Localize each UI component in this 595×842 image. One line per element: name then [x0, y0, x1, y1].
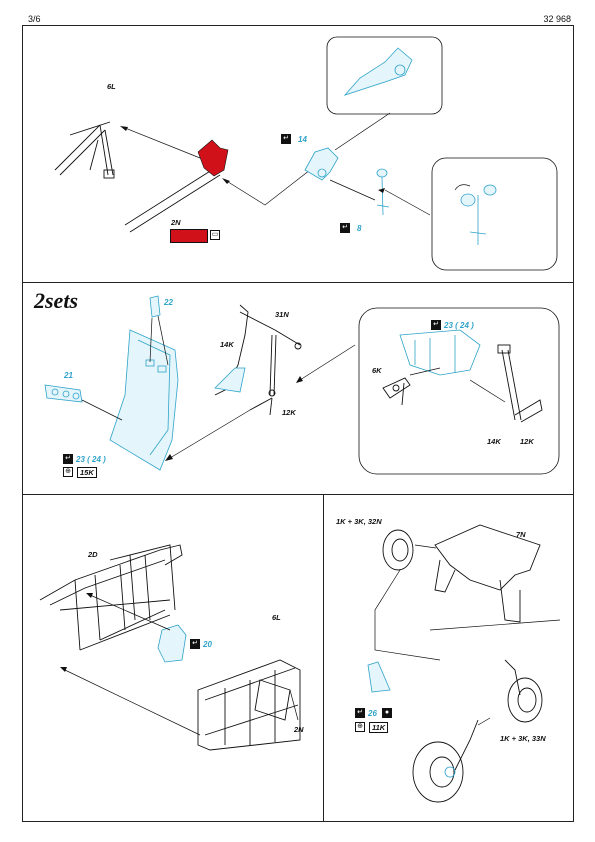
- label-2n-floor: 2N: [294, 725, 304, 734]
- paint-code-11k: 11K: [369, 722, 389, 733]
- part-22: [149, 295, 169, 366]
- red-part: [197, 139, 229, 177]
- label-12k: 12K: [282, 408, 296, 417]
- part-number-20: 20: [203, 640, 212, 649]
- part-21: [44, 384, 123, 421]
- cockpit-frame: [39, 544, 183, 651]
- part-number-23-detail: 23 ( 24 ): [444, 321, 474, 330]
- part-number-22: 22: [164, 298, 173, 307]
- bend-icon: ↵: [190, 639, 200, 649]
- bend-icon: ↵: [63, 454, 73, 464]
- page-number: 3/6: [28, 14, 41, 24]
- label-6l-floor: 6L: [272, 613, 281, 622]
- part-number-26: 26: [368, 709, 377, 718]
- label-6l: 6L: [107, 82, 116, 91]
- paint-code-15k: 15K: [77, 467, 97, 478]
- part-number-23: 23 ( 24 ): [76, 455, 106, 464]
- label-6k: 6K: [372, 366, 382, 375]
- part-20: [86, 593, 187, 663]
- bend-icon: ↵: [431, 320, 441, 330]
- bend-icon: ↵: [355, 708, 365, 718]
- red-paint-chip: [170, 229, 208, 243]
- part-14-bracket: [304, 147, 339, 181]
- catalog-number: 32 968: [543, 14, 571, 24]
- label-wheel-bottom: 1K + 3K, 33N: [500, 734, 546, 743]
- label-2d: 2D: [88, 550, 98, 559]
- glue-icon: ●: [382, 708, 392, 718]
- frame-structure: [54, 121, 221, 233]
- label-2n: 2N: [171, 218, 181, 227]
- floor-frame: [197, 659, 301, 751]
- paint-icon: ⊕: [355, 722, 365, 732]
- label-12k-detail: 12K: [520, 437, 534, 446]
- paint-icon: ▭: [210, 230, 220, 240]
- section-title: 2sets: [34, 288, 78, 313]
- part-number-14: 14: [298, 135, 307, 144]
- label-wheel-top: 1K + 3K, 32N: [336, 517, 382, 526]
- landing-gear: [367, 524, 561, 803]
- glue-icon: ⊕: [63, 467, 73, 477]
- part-8-pin: [376, 168, 390, 216]
- seat-frame: [214, 304, 302, 416]
- label-7n: 7N: [516, 530, 526, 539]
- part-number-21: 21: [64, 371, 73, 380]
- bend-icon: ↵: [281, 134, 291, 144]
- seat-back: [109, 329, 179, 471]
- label-14k-detail: 14K: [487, 437, 501, 446]
- bend-icon: ↵: [340, 223, 350, 233]
- label-14k: 14K: [220, 340, 234, 349]
- part-number-8: 8: [357, 224, 362, 233]
- label-31n: 31N: [275, 310, 289, 319]
